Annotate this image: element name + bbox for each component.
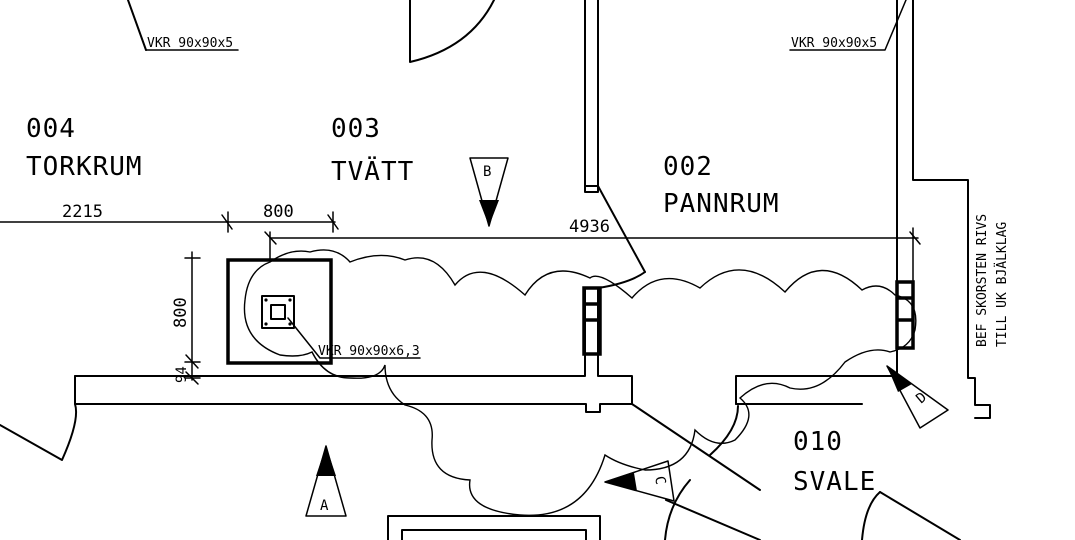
chimney-note-line2: TILL UK BJÄLKLAG: [994, 222, 1010, 347]
section-letter-d: D: [913, 389, 930, 407]
section-letter-b: B: [483, 164, 491, 180]
room-name-svale: SVALE: [793, 467, 876, 497]
dimension-left: 2215: [62, 202, 103, 222]
room-number-003: 003: [331, 114, 381, 144]
beam-label-top-left: VKR 90x90x5: [147, 36, 233, 51]
section-marker-c: [604, 460, 675, 502]
room-name-torkrum: TORKRUM: [26, 152, 143, 182]
top-walls: [127, 0, 991, 419]
dimension-lines: [0, 211, 921, 385]
dimension-column-width: 800: [263, 202, 294, 222]
section-letter-a: A: [320, 498, 329, 514]
room-name-pannrum: PANNRUM: [663, 189, 780, 219]
section-letter-c: C: [651, 475, 668, 486]
room-labels: 004 TORKRUM 003 TVÄTT 002 PANNRUM 010 SV…: [26, 114, 876, 497]
chimney-note: BEF SKORSTEN RIVS TILL UK BJÄLKLAG: [975, 214, 1010, 347]
section-marker-a: [305, 445, 347, 517]
revision-cloud: [243, 249, 917, 517]
dimension-offset: 94: [174, 366, 190, 383]
section-letters: B A C D: [320, 164, 930, 514]
room-name-tvatt: TVÄTT: [331, 155, 414, 187]
wall-posts: [582, 280, 915, 356]
dimension-column-height: 800: [171, 297, 191, 328]
steel-column: [226, 258, 421, 365]
beam-labels: VKR 90x90x5 VKR 90x90x5 VKR 90x90x6,3: [147, 36, 877, 359]
lower-wall: [0, 287, 961, 540]
room-number-002: 002: [663, 152, 713, 182]
chimney-note-line1: BEF SKORSTEN RIVS: [975, 214, 990, 347]
dimension-span: 4936: [569, 217, 610, 237]
room-number-010: 010: [793, 427, 843, 457]
section-marker-d: [886, 365, 949, 429]
beam-label-column: VKR 90x90x6,3: [318, 344, 420, 359]
section-marker-b: [469, 157, 509, 227]
dimension-labels: 2215 800 4936 800 94: [62, 202, 610, 383]
room-number-004: 004: [26, 114, 76, 144]
door-swing-middle: [597, 185, 646, 289]
beam-label-top-right: VKR 90x90x5: [791, 36, 877, 51]
